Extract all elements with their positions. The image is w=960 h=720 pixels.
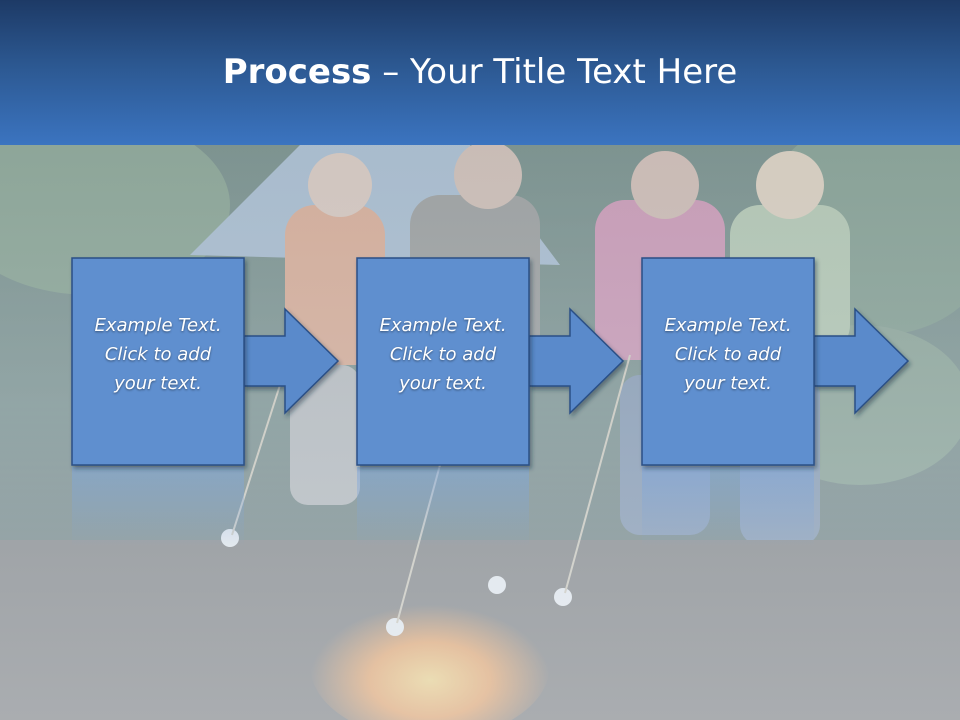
title-rest: – Your Title Text Here	[371, 52, 738, 92]
step-3-text[interactable]: Example Text. Click to add your text.	[642, 311, 814, 398]
step-1-reflection	[72, 467, 244, 547]
step-2-line-2: Click to add	[389, 344, 497, 365]
step-2-reflection	[357, 467, 529, 547]
step-1-line-2: Click to add	[104, 344, 212, 365]
title-bar	[0, 0, 960, 145]
step-1-arrow[interactable]	[243, 307, 340, 415]
step-1-text[interactable]: Example Text. Click to add your text.	[72, 311, 244, 398]
step-1-line-3: your text.	[114, 373, 202, 394]
step-3-arrow[interactable]	[813, 307, 910, 415]
slide-title[interactable]: Process – Your Title Text Here	[0, 52, 960, 92]
step-2-box[interactable]	[356, 257, 530, 466]
step-2-line-3: your text.	[399, 373, 487, 394]
step-3-line-2: Click to add	[674, 344, 782, 365]
step-3-box[interactable]	[641, 257, 815, 466]
title-bold: Process	[222, 52, 372, 92]
step-3-line-1: Example Text.	[664, 315, 792, 336]
step-3-reflection	[642, 467, 814, 547]
process-diagram	[71, 257, 910, 547]
step-2-arrow[interactable]	[528, 307, 625, 415]
step-1-box[interactable]	[71, 257, 245, 466]
step-1-line-1: Example Text.	[94, 315, 222, 336]
step-3-line-3: your text.	[684, 373, 772, 394]
step-2-line-1: Example Text.	[379, 315, 507, 336]
step-2-text[interactable]: Example Text. Click to add your text.	[357, 311, 529, 398]
